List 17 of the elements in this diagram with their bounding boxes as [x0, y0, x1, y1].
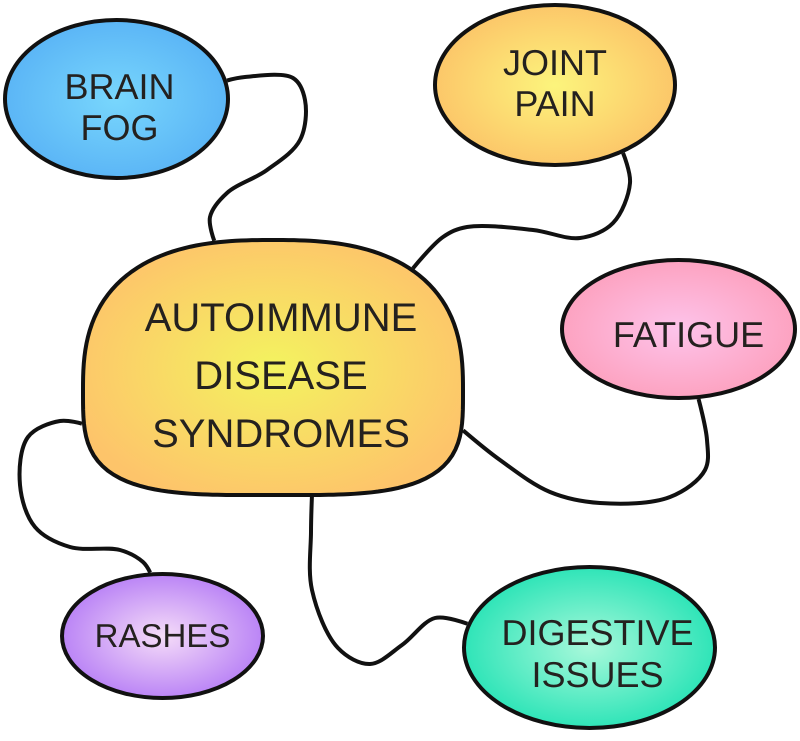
bubble: [462, 565, 717, 730]
bubble-label: RASHES: [94, 617, 230, 655]
connector-line: [462, 398, 710, 506]
bubble-label: BRAIN FOG: [63, 66, 176, 148]
connector-line: [208, 72, 308, 242]
bubble: [433, 3, 677, 167]
bubble-label: AUTOIMMUNE DISEASE SYNDROMES: [144, 294, 418, 458]
bubble-label: JOINT PAIN: [502, 42, 608, 124]
bubble-label: FATIGUE: [612, 314, 764, 356]
bubble: [3, 18, 230, 180]
connector-line: [18, 418, 152, 574]
central-bubble: [81, 238, 465, 497]
bubble: [560, 258, 797, 400]
connector-line: [308, 496, 468, 666]
bubble-label: DIGESTIVE ISSUES: [500, 612, 695, 695]
connector-line: [411, 152, 632, 270]
bubble: [60, 572, 265, 700]
